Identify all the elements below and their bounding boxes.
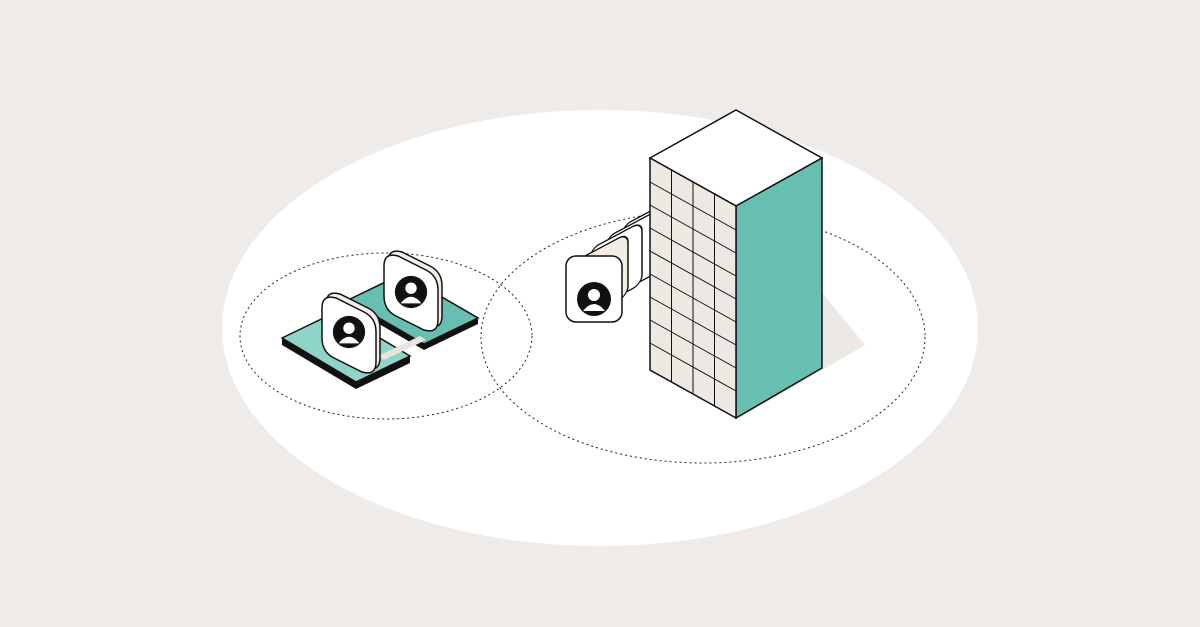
small-dotted-ring [239, 252, 533, 420]
small-tiles-group [280, 250, 480, 389]
user-avatar-icon [394, 275, 428, 309]
back-avatar-card [383, 250, 443, 332]
office-building [648, 109, 824, 420]
front-avatar-card [321, 292, 381, 374]
user-avatar-icon [332, 315, 366, 349]
user-avatar-icon [577, 282, 611, 316]
